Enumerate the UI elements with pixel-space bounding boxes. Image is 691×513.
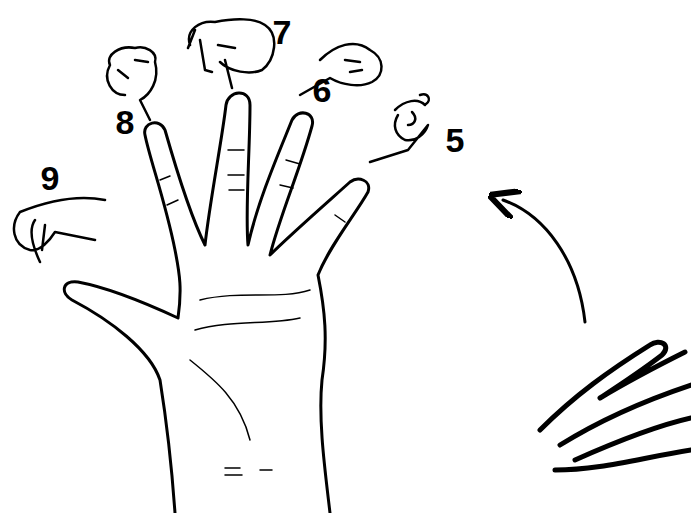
callout-number: 7 [273, 15, 292, 49]
hand-outline [64, 93, 368, 513]
motion-arrow [503, 200, 585, 322]
moving-hand [540, 342, 691, 470]
sign-hand-sketches [14, 19, 429, 262]
crease-lines [160, 150, 345, 475]
callout-number: 6 [313, 73, 332, 107]
callout-number: 5 [446, 123, 465, 157]
callout-number: 8 [116, 105, 135, 139]
callout-number: 9 [41, 161, 60, 195]
